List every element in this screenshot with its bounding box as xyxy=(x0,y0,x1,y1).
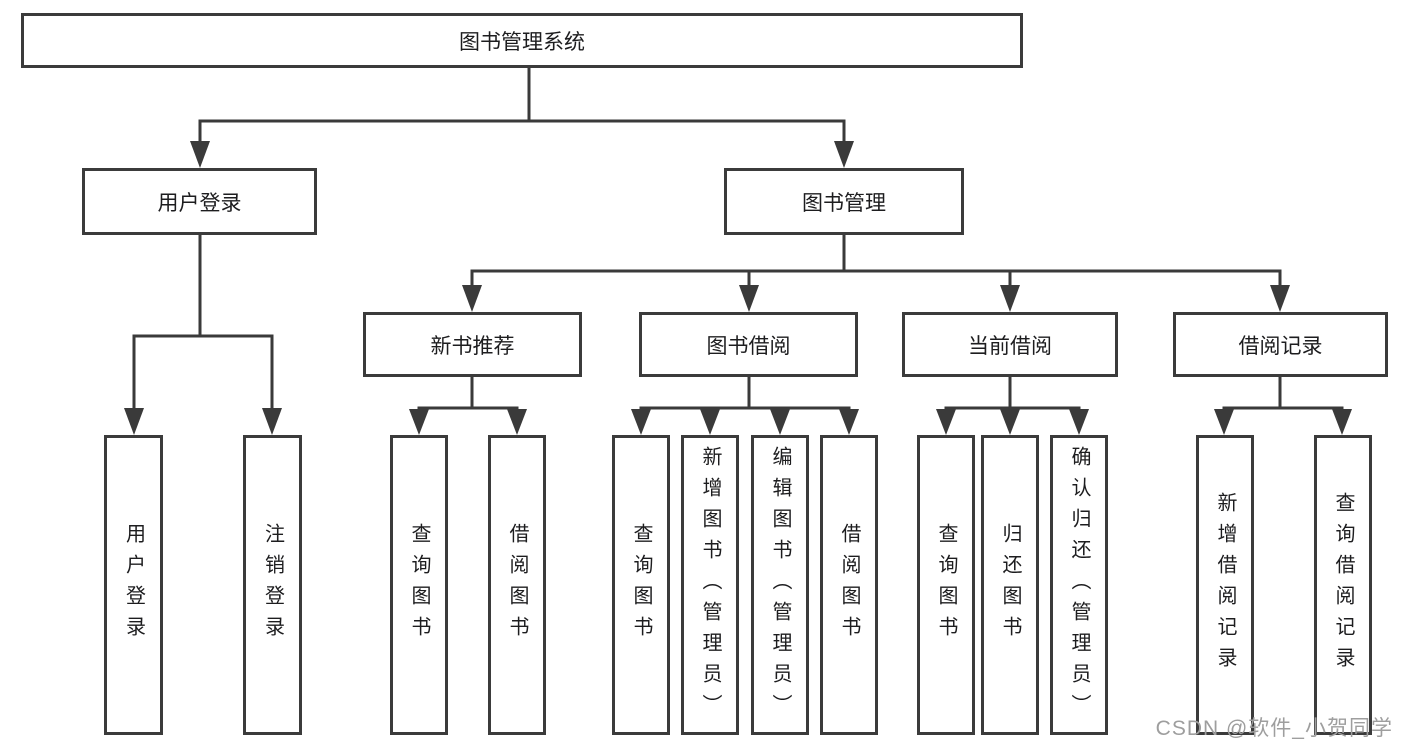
arrowhead xyxy=(1270,285,1290,312)
node-label: 当前借阅 xyxy=(968,334,1052,358)
arrowhead xyxy=(700,409,720,435)
node-label: 新增图书（管理员） xyxy=(699,445,721,725)
leaf-records-add-record: 新增借阅记录 xyxy=(1196,435,1254,735)
node-label: 查询图书 xyxy=(935,523,957,647)
leaf-newbook-borrow-books: 借阅图书 xyxy=(488,435,546,735)
arrowhead xyxy=(1214,409,1234,435)
arrowhead xyxy=(1332,409,1352,435)
arrowhead xyxy=(1000,285,1020,312)
node-label: 确认归还（管理员） xyxy=(1068,445,1090,725)
arrowhead xyxy=(262,408,282,435)
node-current-borrowing: 当前借阅 xyxy=(902,312,1118,377)
node-label: 借阅图书 xyxy=(506,523,528,647)
node-label: 新增借阅记录 xyxy=(1214,492,1236,678)
node-new-book-recommend: 新书推荐 xyxy=(363,312,582,377)
node-label: 编辑图书（管理员） xyxy=(769,445,791,725)
node-book-borrowing: 图书借阅 xyxy=(639,312,858,377)
arrowhead xyxy=(631,409,651,435)
node-book-management: 图书管理 xyxy=(724,168,964,235)
leaf-current-return-books: 归还图书 xyxy=(981,435,1039,735)
connector-new-book-recommend-children xyxy=(409,377,527,435)
leaf-logout: 注销登录 xyxy=(243,435,302,735)
arrowhead xyxy=(936,409,956,435)
connector-book-borrowing-children xyxy=(631,377,859,435)
leaf-current-query-books: 查询图书 xyxy=(917,435,975,735)
arrowhead xyxy=(409,409,429,435)
node-label: 查询图书 xyxy=(408,523,430,647)
node-label: 归还图书 xyxy=(999,523,1021,647)
arrowhead xyxy=(1000,409,1020,435)
node-label: 用户登录 xyxy=(157,191,242,215)
connector-borrowing-records-children xyxy=(1214,377,1352,435)
node-label: 用户登录 xyxy=(122,523,145,647)
node-borrowing-records: 借阅记录 xyxy=(1173,312,1388,377)
node-user-login: 用户登录 xyxy=(82,168,317,235)
arrowhead xyxy=(834,141,854,168)
csdn-watermark: CSDN @软件_小贺同学 xyxy=(1155,717,1393,740)
node-library-management-system: 图书管理系统 xyxy=(21,13,1023,68)
leaf-user-login: 用户登录 xyxy=(104,435,163,735)
arrowhead xyxy=(462,285,482,312)
node-label: 查询借阅记录 xyxy=(1332,492,1354,678)
node-label: 图书借阅 xyxy=(706,334,791,358)
node-label: 图书管理 xyxy=(802,191,886,215)
node-label: 图书管理系统 xyxy=(459,30,585,54)
node-label: 新书推荐 xyxy=(430,334,515,358)
leaf-borrowing-borrow-books: 借阅图书 xyxy=(820,435,878,735)
arrowhead xyxy=(190,141,210,168)
leaf-borrowing-query-books: 查询图书 xyxy=(612,435,670,735)
connector-user-login-children xyxy=(124,235,282,435)
connector-book-management-children xyxy=(462,235,1290,312)
arrowhead xyxy=(770,409,790,435)
leaf-borrowing-edit-books-admin: 编辑图书（管理员） xyxy=(751,435,809,735)
leaf-newbook-query-books: 查询图书 xyxy=(390,435,448,735)
node-label: 借阅记录 xyxy=(1238,334,1323,358)
node-label: 注销登录 xyxy=(261,523,284,647)
connector-current-borrowing-children xyxy=(936,377,1089,435)
leaf-current-confirm-return-admin: 确认归还（管理员） xyxy=(1050,435,1108,735)
arrowhead xyxy=(1069,409,1089,435)
arrowhead xyxy=(839,409,859,435)
node-label: 查询图书 xyxy=(630,523,652,647)
leaf-records-query-record: 查询借阅记录 xyxy=(1314,435,1372,735)
node-label: 借阅图书 xyxy=(838,523,860,647)
arrowhead xyxy=(124,408,144,435)
arrowhead xyxy=(739,285,759,312)
arrowhead xyxy=(507,409,527,435)
connector-root-to-level2 xyxy=(190,68,854,168)
leaf-borrowing-add-books-admin: 新增图书（管理员） xyxy=(681,435,739,735)
